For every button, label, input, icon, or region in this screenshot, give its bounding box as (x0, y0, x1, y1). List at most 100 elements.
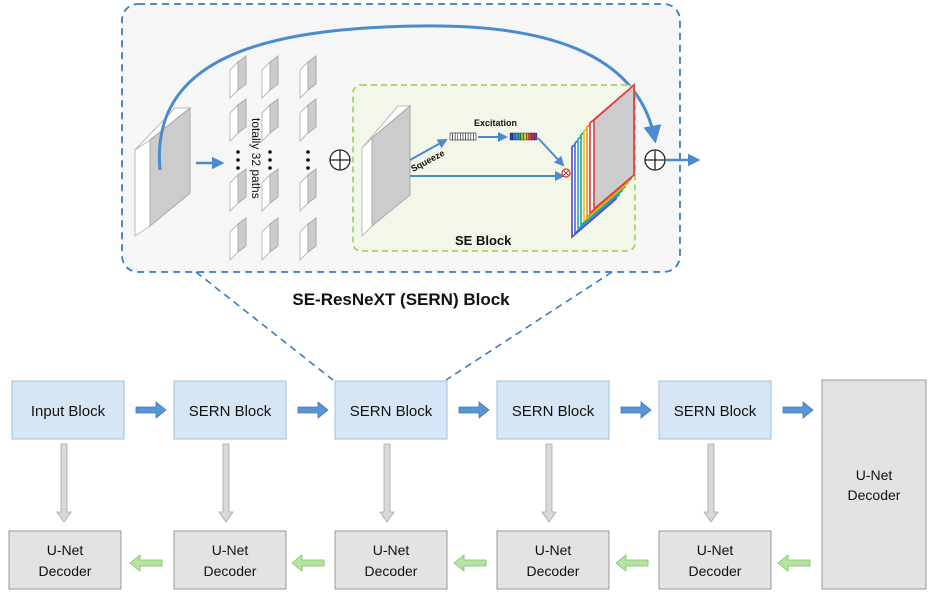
skip-down-arrow (703, 443, 719, 523)
decoder-backward-arrow (129, 554, 163, 572)
decoder-line1: U-Net (535, 542, 572, 558)
encoder-box (11, 380, 125, 440)
scale-arrow-diagonal (537, 137, 565, 167)
squeeze-cell (467, 132, 472, 141)
squeeze-cell (454, 132, 459, 141)
sern-block: SERN Block (658, 380, 772, 440)
encoder-box (658, 380, 772, 440)
squeeze-cell (470, 132, 474, 141)
decoder-box (8, 530, 122, 590)
squeeze-cell (465, 132, 469, 141)
skip-connection-arrow (157, 24, 662, 171)
decoder-line1: U-Net (212, 542, 249, 558)
decoder-line2: Decoder (527, 563, 580, 579)
skip-down-arrow (379, 443, 395, 523)
excitation-cell (523, 132, 527, 141)
decoder-backward-arrow (615, 554, 649, 572)
se-block-frame (352, 84, 636, 252)
squeeze-cell (460, 132, 464, 141)
path-slab (229, 168, 247, 213)
excitation-vector (509, 132, 538, 141)
encoder-label: SERN Block (512, 403, 595, 420)
path-slab (229, 98, 247, 143)
path-slab (299, 98, 317, 143)
aggregation-plus-icon (329, 149, 351, 171)
path-slab (261, 217, 279, 262)
squeeze-vector (449, 132, 477, 141)
squeeze-cell (462, 132, 466, 141)
encoder-forward-arrow (782, 401, 814, 419)
excitation-cell (531, 132, 535, 141)
decoder-line2: Decoder (39, 563, 92, 579)
decoder-line2: Decoder (689, 563, 742, 579)
excitation-cell (534, 132, 538, 141)
excitation-cell (528, 132, 532, 141)
excitation-cell (526, 132, 530, 141)
bottleneck-line1: U-Net (856, 467, 893, 483)
excitation-cell (509, 132, 513, 141)
sern-block: SERN Block (496, 380, 610, 440)
path-ellipsis (268, 150, 272, 170)
path-slab (299, 168, 317, 213)
path-slab (261, 55, 279, 100)
encoder-label: SERN Block (350, 403, 433, 420)
encoder-forward-arrow (458, 401, 490, 419)
encoder-label: Input Block (31, 403, 106, 420)
decoder-backward-arrow (777, 554, 811, 572)
decoder-line2: Decoder (365, 563, 418, 579)
path-ellipsis (306, 150, 310, 170)
se-block-label: SE Block (455, 233, 512, 248)
recalibrated-feature-stack (571, 83, 635, 239)
sern-block: SERN Block (334, 380, 448, 440)
decoder-box (334, 530, 448, 590)
decoder-backward-arrow (291, 554, 325, 572)
skip-down-arrow (218, 443, 234, 523)
excitation-cell (517, 132, 521, 141)
bottleneck-box (821, 379, 927, 590)
bottleneck-decoder: U-Net Decoder (821, 379, 927, 590)
residual-plus-icon (644, 149, 666, 171)
decoder-backward-arrow (453, 554, 487, 572)
input-block: Input Block (11, 380, 125, 440)
stack-front-face (593, 83, 635, 211)
decoder-line1: U-Net (47, 542, 84, 558)
path-slab (229, 55, 247, 100)
squeeze-cell (473, 132, 477, 141)
decoder-box (496, 530, 610, 590)
excitation-label: Excitation (474, 118, 517, 128)
skip-down-arrow (541, 443, 557, 523)
zoom-line-right (445, 271, 613, 381)
decoder-box (658, 530, 772, 590)
encoder-forward-arrow (135, 401, 167, 419)
squeeze-arrow (409, 139, 448, 161)
squeeze-cell (452, 132, 456, 141)
squeeze-cell (449, 132, 453, 141)
path-slab (299, 217, 317, 262)
encoder-forward-arrow (620, 401, 652, 419)
encoder-box (173, 380, 287, 440)
path-ellipsis (236, 150, 240, 170)
bottleneck-line2: Decoder (848, 487, 901, 503)
se-input-cube (361, 104, 412, 238)
squeeze-cell (457, 132, 461, 141)
excitation-cell (515, 132, 519, 141)
sern-detail-title: SE-ResNeXT (SERN) Block (292, 290, 510, 309)
excitation-cell (520, 132, 524, 141)
paths-label: totally 32 paths (249, 118, 263, 199)
decoder-box (173, 530, 287, 590)
path-slab (261, 98, 279, 143)
grouped-conv-paths (229, 55, 317, 262)
path-slab (299, 55, 317, 100)
decoder-line1: U-Net (373, 542, 410, 558)
encoder-box (334, 380, 448, 440)
sern-detail-panel: totally 32 paths SE Block Squeeze Excita… (121, 3, 701, 309)
encoder-box (496, 380, 610, 440)
decoder-line2: Decoder (204, 563, 257, 579)
zoom-line-left (195, 271, 334, 381)
path-slab (261, 168, 279, 213)
excitation-cell (512, 132, 516, 141)
